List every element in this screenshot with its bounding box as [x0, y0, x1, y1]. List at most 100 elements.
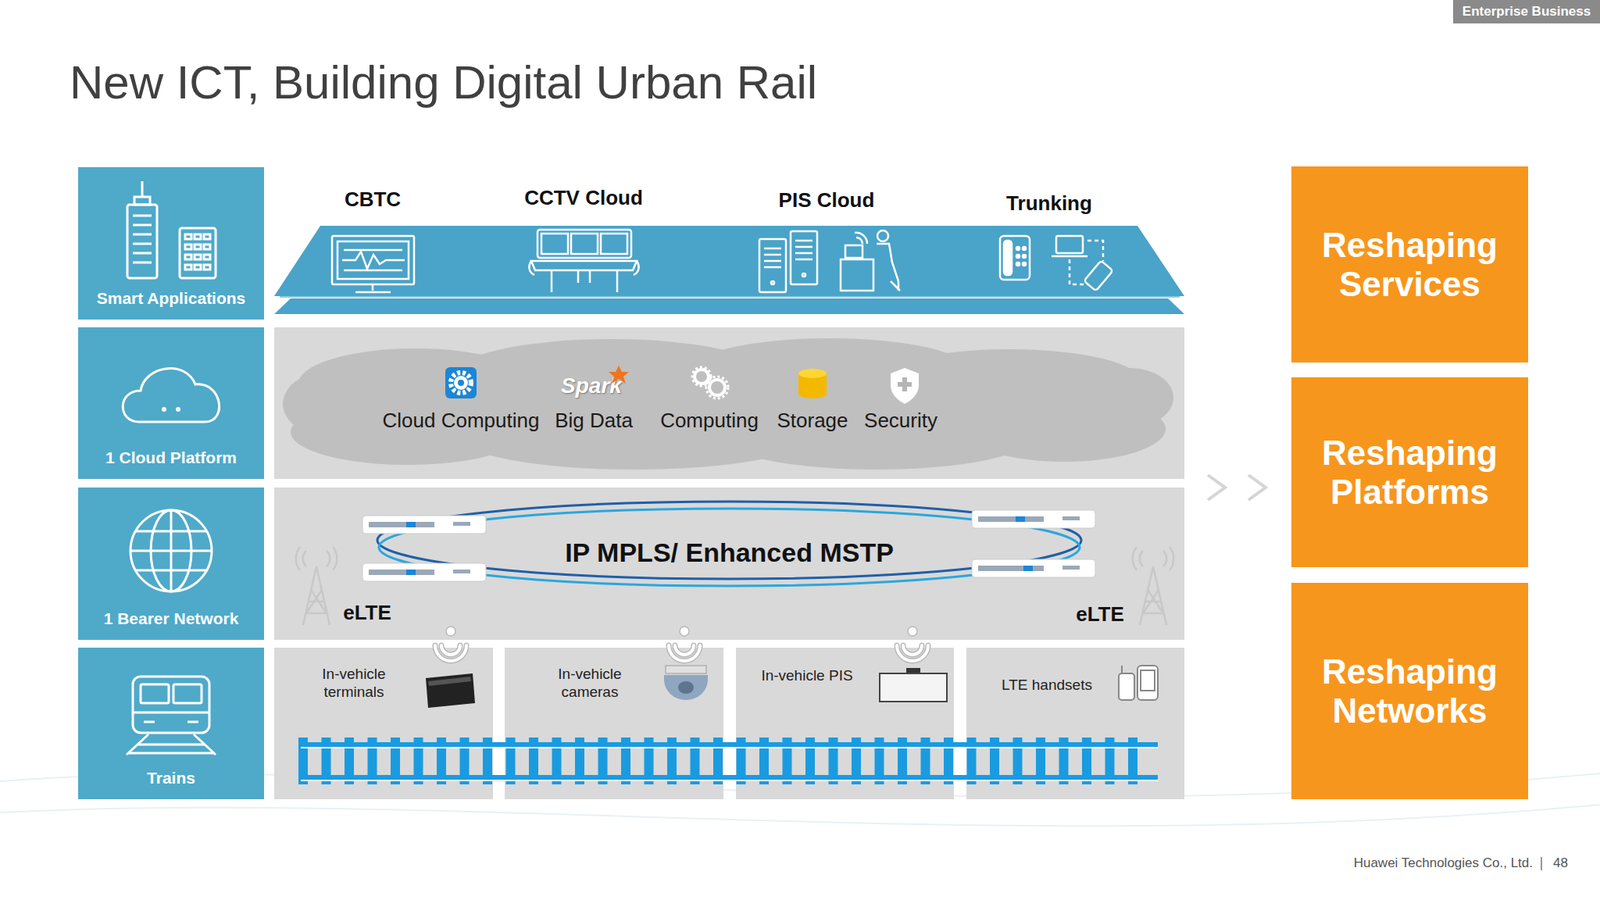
trunking-icon	[1016, 254, 1020, 258]
cloud-service: Security	[864, 408, 938, 433]
radio-tower	[1142, 589, 1159, 614]
wireless-signal	[907, 626, 918, 636]
cctv-desk-icon	[537, 229, 632, 258]
rail-sleeper	[367, 737, 378, 785]
cctv-desk-icon	[571, 233, 598, 254]
train-icon	[137, 743, 205, 747]
rail-sleeper	[1059, 737, 1069, 785]
buildings-icon	[203, 244, 211, 250]
rail	[300, 779, 1158, 782]
train-icon	[126, 734, 149, 755]
footer-company: Huawei Technologies Co., Ltd.	[1353, 854, 1533, 872]
rail-sleeper	[552, 737, 562, 785]
radio-tower	[326, 550, 330, 567]
trunking-icon	[1022, 262, 1026, 266]
layer-label: 1 Cloud Platform	[78, 447, 265, 468]
rail-sleeper	[344, 737, 354, 785]
compute-gear-icon	[457, 379, 465, 386]
lte-handset	[1118, 673, 1135, 700]
slide-title: New ICT, Building Digital Urban Rail	[69, 57, 818, 108]
train-icon	[128, 752, 214, 755]
rail-sleeper	[482, 737, 493, 785]
rail-sleeper	[805, 737, 815, 785]
rail-sleeper	[759, 737, 769, 785]
cloud-service: Computing	[660, 408, 759, 433]
cbtc-icon	[355, 291, 391, 294]
layer-label: Smart Applications	[78, 288, 265, 309]
radio-tower	[310, 589, 327, 614]
wireless-signal	[903, 645, 922, 655]
wireless-signal	[435, 645, 467, 661]
network-switch	[406, 521, 416, 528]
rail-sleeper	[989, 737, 1000, 785]
cbtc-icon	[332, 235, 415, 293]
rail-sleeper	[897, 737, 908, 785]
rail	[300, 742, 1158, 747]
cloud-icon	[163, 408, 166, 411]
dome-camera	[665, 665, 707, 674]
cloud-lobe	[1087, 367, 1174, 428]
device-panel: In-vehicle terminals	[274, 647, 493, 800]
pis-icon	[877, 230, 889, 242]
rail-sleeper	[436, 737, 447, 785]
storage-icon	[798, 368, 827, 379]
pis-icon	[854, 232, 868, 244]
network-switch	[978, 565, 1044, 572]
chevron	[1248, 475, 1266, 500]
trunking-icon	[1022, 254, 1026, 258]
cloud-icon	[177, 408, 180, 411]
rail-sleeper	[621, 737, 631, 785]
trunking-icon	[1000, 235, 1114, 291]
network-switch	[971, 510, 1096, 529]
radio-tower	[296, 546, 1175, 625]
layer-box: Trains	[78, 647, 265, 800]
wireless-signal	[903, 645, 922, 655]
rail-sleeper	[1013, 737, 1023, 785]
cctv-desk-icon	[633, 260, 640, 275]
pis-icon	[856, 237, 863, 244]
trunking-icon	[1003, 240, 1012, 275]
trunking-icon	[1016, 262, 1020, 266]
radio-tower	[1142, 612, 1164, 615]
buildings-icon	[185, 244, 192, 250]
cctv-desk-icon	[528, 229, 639, 293]
pis-icon	[764, 266, 782, 269]
spark-star	[608, 365, 629, 384]
buildings-icon	[132, 214, 152, 218]
security-shield	[890, 367, 919, 404]
globe-icon	[130, 510, 212, 592]
cctv-desk-icon	[589, 270, 592, 283]
application-heading: CCTV Cloud	[524, 185, 643, 210]
buildings-icon	[185, 264, 192, 270]
rail-sleeper	[667, 737, 677, 785]
radio-label: eLTE	[342, 600, 392, 625]
pis-icon	[795, 258, 813, 261]
dome-camera	[664, 665, 708, 700]
network-switch	[978, 516, 1044, 522]
network-switch	[453, 521, 471, 526]
wireless-signal	[446, 626, 456, 636]
cctv-desk-icon	[541, 233, 568, 254]
cctv-desk-icon	[550, 270, 554, 293]
application-heading: Trunking	[1006, 191, 1093, 215]
trunking-icon	[1087, 240, 1104, 261]
rail-sleeper	[1035, 737, 1046, 785]
cctv-desk-icon	[600, 233, 628, 254]
cloud-service: Cloud Computing	[382, 408, 540, 433]
chevron	[1207, 475, 1266, 500]
rail-sleeper	[967, 737, 977, 785]
buildings-icon	[132, 224, 152, 227]
wireless-signal	[675, 645, 694, 655]
pis-icon	[759, 239, 786, 293]
rail-sleeper	[321, 737, 332, 785]
outcome-label: Reshaping Networks	[1291, 652, 1529, 731]
train-icon	[143, 721, 155, 724]
pis-icon	[845, 245, 863, 258]
buildings-icon	[132, 242, 152, 246]
pis-icon	[897, 281, 900, 291]
pis-icon	[795, 252, 813, 255]
buildings-icon	[203, 254, 211, 260]
cctv-desk-icon	[577, 270, 580, 283]
buildings-icon	[194, 244, 201, 250]
pis-screen	[879, 667, 947, 702]
